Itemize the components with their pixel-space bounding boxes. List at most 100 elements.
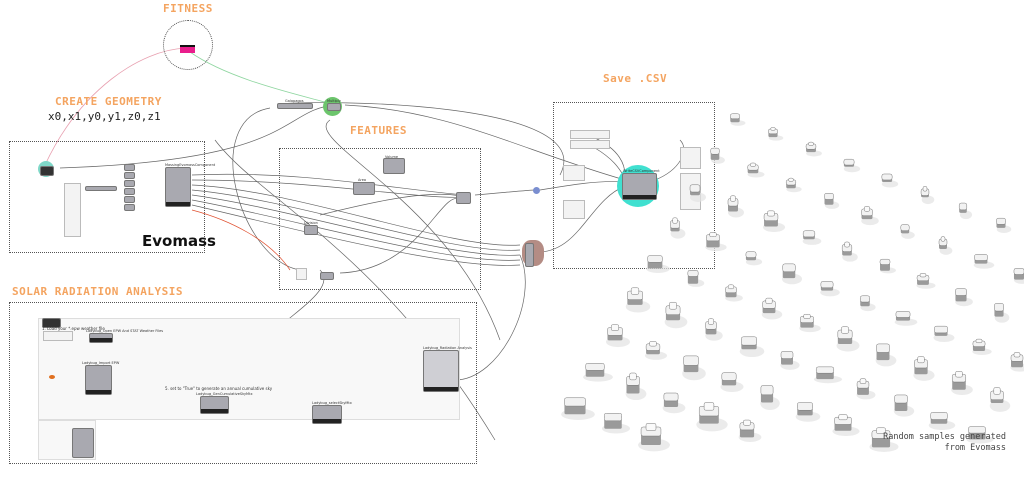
output-panel-1[interactable] bbox=[680, 147, 701, 169]
ladybug-open-epw-node[interactable] bbox=[89, 333, 113, 343]
brown-cluster-node[interactable] bbox=[525, 243, 534, 267]
building-sample bbox=[843, 158, 861, 173]
wire bbox=[191, 189, 521, 251]
building-sample bbox=[799, 313, 821, 333]
caption-line-1: Random samples generated bbox=[883, 432, 1006, 442]
building-sample bbox=[861, 206, 879, 226]
building-sample bbox=[813, 366, 843, 384]
building-sample bbox=[762, 210, 786, 232]
building-sample bbox=[761, 297, 783, 320]
wire bbox=[191, 199, 521, 261]
data-panel[interactable] bbox=[563, 200, 585, 219]
csv-path-panel-1[interactable] bbox=[570, 130, 610, 139]
toggle-node[interactable] bbox=[296, 268, 307, 280]
volume-node[interactable] bbox=[383, 158, 405, 174]
building-sample bbox=[689, 184, 706, 202]
area-node[interactable] bbox=[353, 182, 375, 195]
orange-toggle[interactable] bbox=[49, 375, 55, 379]
building-sample bbox=[727, 195, 744, 218]
features-title: FEATURES bbox=[350, 124, 407, 137]
building-sample bbox=[802, 230, 822, 245]
building-sample bbox=[1010, 352, 1024, 372]
csv-path-panel-2[interactable] bbox=[570, 140, 610, 149]
building-sample bbox=[938, 236, 953, 255]
wire bbox=[539, 185, 626, 253]
building-sample bbox=[696, 402, 728, 432]
ladybug-radiation-node[interactable] bbox=[423, 350, 459, 392]
weather-note: 1. Load your *.epw weather file bbox=[42, 326, 105, 331]
epw-path-panel[interactable] bbox=[43, 331, 73, 341]
building-sample bbox=[900, 224, 915, 239]
wire bbox=[59, 104, 336, 169]
ladybug-import-epw-node[interactable] bbox=[85, 365, 112, 395]
building-sample bbox=[869, 427, 899, 452]
building-sample bbox=[662, 392, 686, 414]
building-sample bbox=[710, 147, 725, 164]
building-sample bbox=[805, 141, 822, 157]
building-sample bbox=[996, 217, 1012, 234]
building-sample bbox=[725, 284, 743, 302]
division-label: Division bbox=[304, 221, 318, 225]
building-sample bbox=[682, 355, 706, 381]
building-sample bbox=[664, 301, 688, 329]
evomass-label: Evomass bbox=[142, 232, 216, 250]
pt-node-1[interactable] bbox=[124, 164, 135, 171]
building-sample bbox=[994, 303, 1010, 323]
ladybug-cumulative-sky-node[interactable] bbox=[200, 396, 229, 414]
building-sample bbox=[875, 343, 897, 367]
building-sample bbox=[705, 232, 727, 252]
wire bbox=[344, 104, 626, 181]
galapagos-node[interactable] bbox=[277, 103, 313, 109]
wire bbox=[539, 181, 623, 191]
building-sample bbox=[893, 394, 915, 417]
building-sample bbox=[625, 372, 647, 401]
building-sample bbox=[747, 162, 765, 178]
evomass-component-node[interactable] bbox=[165, 167, 191, 207]
ladybug-radiation-label: Ladybug_Radiation Analysis bbox=[423, 346, 472, 350]
building-sample bbox=[601, 413, 631, 434]
division-node[interactable] bbox=[304, 225, 318, 235]
fitness-circle bbox=[163, 20, 213, 70]
wire bbox=[191, 184, 521, 246]
fitness-node[interactable] bbox=[180, 45, 195, 53]
fitness-title: FITNESS bbox=[163, 2, 213, 15]
building-sample bbox=[1013, 268, 1024, 284]
building-sample bbox=[933, 325, 955, 343]
building-sample bbox=[879, 258, 896, 274]
analysis-settings-node[interactable] bbox=[72, 428, 94, 458]
ladybug-import-node[interactable] bbox=[42, 318, 61, 328]
wire bbox=[279, 102, 564, 176]
multiply-node[interactable] bbox=[327, 103, 341, 111]
building-sample bbox=[730, 113, 746, 126]
building-sample bbox=[687, 270, 705, 287]
building-sample bbox=[973, 254, 995, 269]
building-sample bbox=[841, 241, 858, 262]
pt-node-2[interactable] bbox=[124, 172, 135, 179]
wire bbox=[454, 254, 526, 381]
header-panel[interactable] bbox=[563, 165, 585, 181]
building-sample bbox=[856, 378, 876, 400]
create-geometry-title: CREATE GEOMETRY bbox=[55, 95, 162, 108]
pt-node-6[interactable] bbox=[124, 204, 135, 211]
blue-param-node[interactable] bbox=[533, 187, 540, 194]
ladybug-selected-sky-node[interactable] bbox=[312, 405, 342, 424]
merge-node[interactable] bbox=[456, 192, 471, 204]
building-sample bbox=[824, 193, 840, 209]
number-slider-node[interactable] bbox=[40, 166, 54, 176]
pt-node-5[interactable] bbox=[124, 196, 135, 203]
create-geometry-box bbox=[9, 141, 205, 253]
pt-node-4[interactable] bbox=[124, 188, 135, 195]
slider-node[interactable] bbox=[85, 186, 117, 191]
building-sample bbox=[928, 412, 956, 431]
csv-writer-label: WriteCSVComponent bbox=[623, 169, 660, 173]
csv-writer-node[interactable] bbox=[622, 173, 657, 200]
wire bbox=[232, 107, 301, 271]
pt-node-3[interactable] bbox=[124, 180, 135, 187]
wire bbox=[191, 194, 521, 256]
boolean-node[interactable] bbox=[320, 272, 334, 280]
building-sample bbox=[720, 372, 744, 393]
galapagos-label: Galapagos bbox=[285, 99, 304, 103]
building-sample bbox=[625, 287, 651, 313]
gene-pool-node[interactable] bbox=[64, 183, 81, 237]
